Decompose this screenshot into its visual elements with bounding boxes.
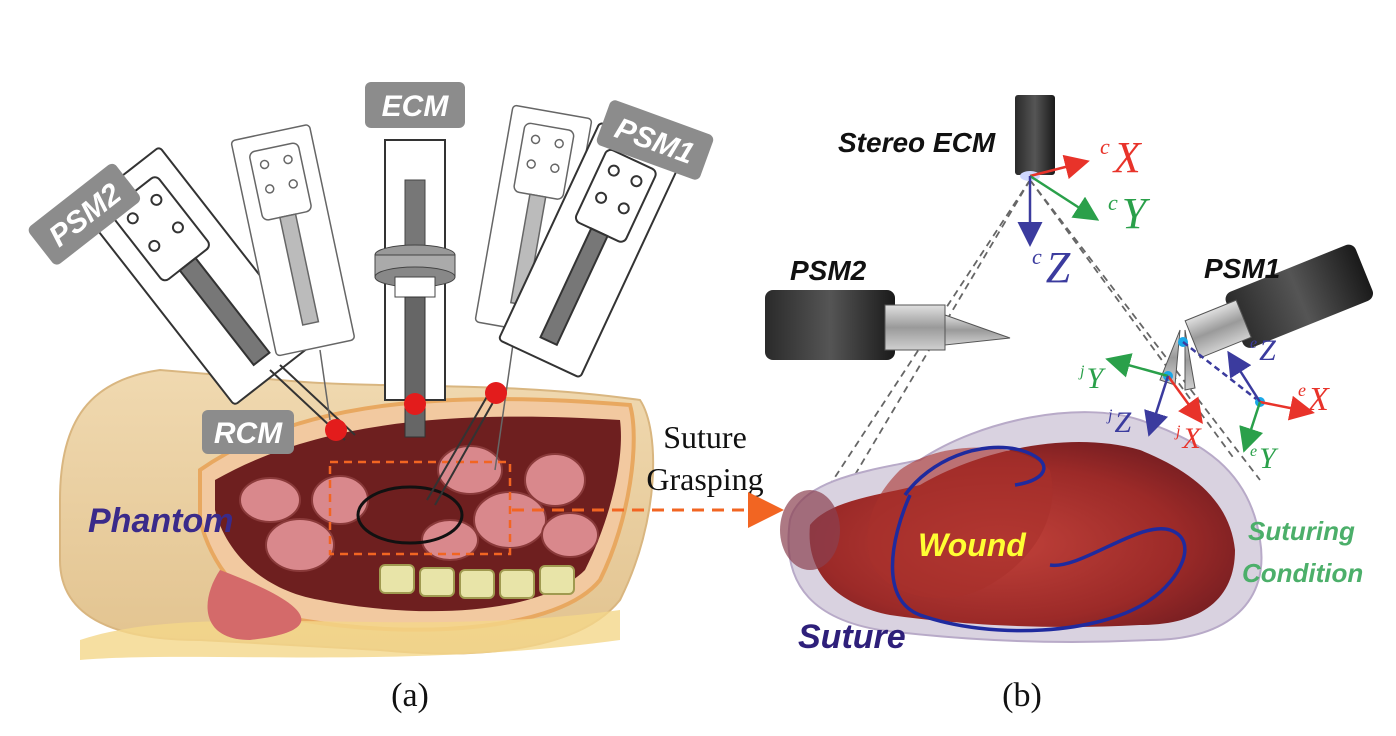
caption-a: (a) <box>391 677 429 714</box>
tag-rcm: RCM <box>202 410 294 454</box>
panel-b: cX cY cZ jY jZ jX eZ eX eY Stereo E <box>765 95 1373 714</box>
phantom-body-illustration <box>59 368 655 660</box>
rcm-point-ecm <box>404 393 426 415</box>
wound-label: Wound <box>918 527 1027 563</box>
jaw-y-sup: j <box>1078 363 1085 380</box>
panel-a: PSM2 ECM PSM1 RCM Phantom (a) <box>28 82 714 714</box>
suturing-condition-line2: Condition <box>1242 558 1363 588</box>
suture-loop <box>356 485 464 545</box>
svg-text:eY: eY <box>1250 442 1279 475</box>
suture-label: Suture <box>798 618 906 656</box>
phantom-label: Phantom <box>88 502 233 540</box>
psm2-ghost-arm <box>230 124 355 421</box>
jaw-z-sup: j <box>1106 407 1113 424</box>
workspace-box <box>328 460 512 556</box>
tag-ecm-text: ECM <box>382 90 450 123</box>
connector-line2: Grasping <box>646 461 763 497</box>
camera-z-label: Z <box>1046 243 1071 292</box>
suture-grasping-connector: Suture Grasping <box>512 419 784 528</box>
ecm-arm <box>374 139 456 438</box>
tissue-pad <box>780 411 1263 643</box>
jaw-y-label: Y <box>1086 362 1106 395</box>
svg-text:jY: jY <box>1078 362 1106 395</box>
ee-y-sup: e <box>1250 443 1257 460</box>
svg-text:cY: cY <box>1108 189 1151 238</box>
ee-z-sup: e <box>1250 335 1257 352</box>
svg-text:cZ: cZ <box>1032 243 1071 292</box>
camera-x-label: X <box>1112 133 1143 182</box>
svg-text:jZ: jZ <box>1106 406 1131 439</box>
wound-suture-path-lower <box>890 494 1187 633</box>
caption-b: (b) <box>1002 677 1042 714</box>
jaw-x-label: X <box>1181 422 1202 455</box>
ee-x-sup: e <box>1298 380 1306 400</box>
svg-text:cX: cX <box>1100 133 1143 182</box>
psm1-tool <box>1159 244 1373 391</box>
camera-y-sup: c <box>1108 190 1118 215</box>
end-effector-frame: eZ eX eY <box>1178 334 1330 475</box>
tag-ecm: ECM <box>365 82 465 128</box>
ee-y-label: Y <box>1259 442 1279 475</box>
psm1-label: PSM1 <box>1204 253 1280 284</box>
stereo-ecm-camera <box>1015 95 1055 181</box>
jaw-x-sup: j <box>1174 423 1181 440</box>
psm2-tool <box>765 290 1011 360</box>
wound-suture-path-upper <box>903 445 1046 497</box>
psm2-label: PSM2 <box>790 255 867 286</box>
ee-z-label: Z <box>1259 334 1276 367</box>
rcm-point-psm1 <box>485 382 507 404</box>
camera-y-label: Y <box>1122 189 1151 238</box>
svg-text:eX: eX <box>1298 380 1330 418</box>
ee-x-label: X <box>1306 381 1330 418</box>
jaw-frame: jY jZ jX <box>1078 353 1203 455</box>
svg-text:eZ: eZ <box>1250 334 1276 367</box>
rcm-point-psm2 <box>325 419 347 441</box>
suturing-condition-line1: Suturing <box>1248 516 1355 546</box>
jaw-z-label: Z <box>1114 406 1131 439</box>
camera-frame: cX cY cZ <box>1017 133 1151 292</box>
camera-z-sup: c <box>1032 244 1042 269</box>
tag-rcm-text: RCM <box>214 417 283 450</box>
connector-line1: Suture <box>663 419 747 455</box>
stereo-ecm-label: Stereo ECM <box>838 127 996 158</box>
svg-text:jX: jX <box>1174 422 1202 455</box>
camera-x-sup: c <box>1100 134 1110 159</box>
